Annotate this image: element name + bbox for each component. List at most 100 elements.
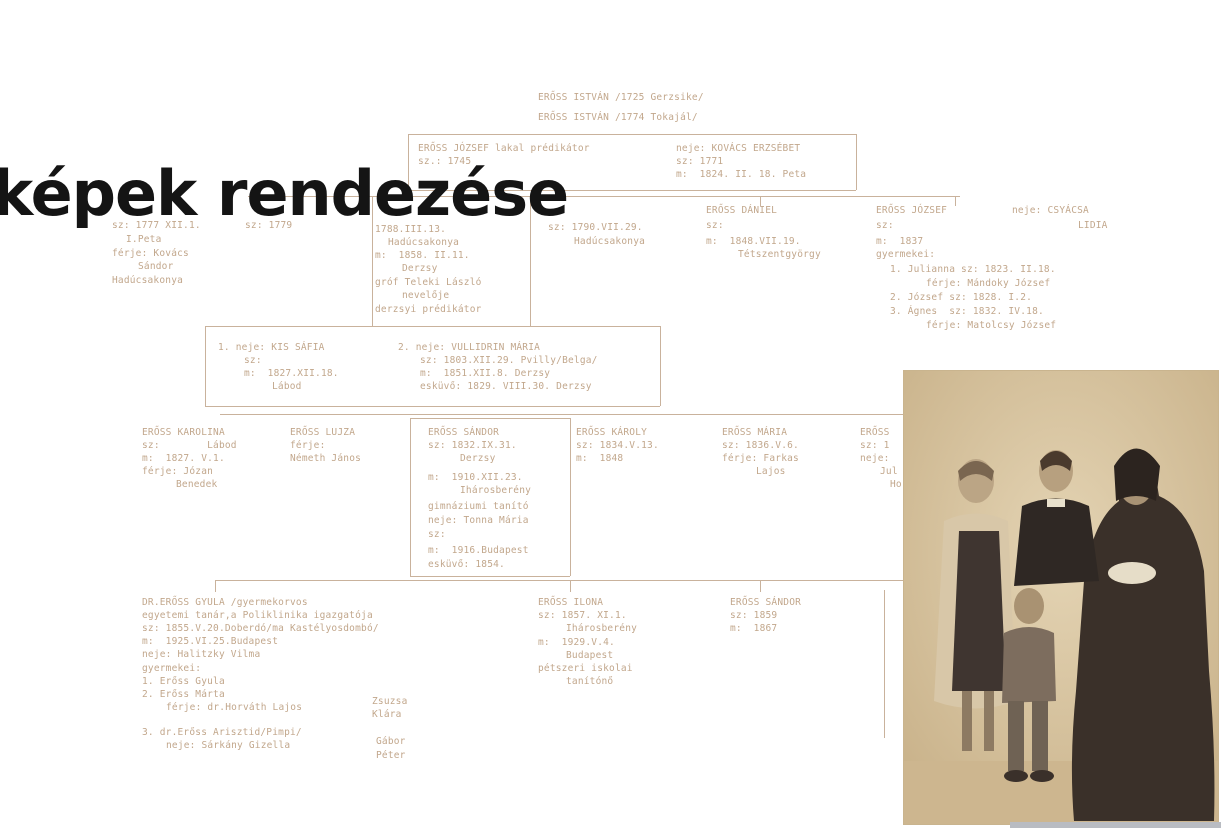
tree-text: férje: (290, 440, 326, 451)
tree-text: Ihárosberény (566, 623, 638, 634)
tree-text: sz: 1857. XI.1. (538, 610, 627, 621)
tree-connector (856, 134, 857, 190)
tree-text: I.Peta (126, 234, 162, 245)
slide-title: képek rendezése (0, 157, 569, 230)
tree-text: ERŐSS ILONA (538, 597, 604, 608)
tree-text: ERŐSS KAROLINA (142, 427, 225, 438)
tree-text: neje: Halitzky Vilma (142, 649, 261, 660)
tree-text: m: 1929.V.4. (538, 637, 615, 648)
tree-text: Klára (372, 709, 402, 720)
tree-text: m: 1824. II. 18. Peta (676, 169, 807, 180)
tree-text: sz: 1859 (730, 610, 778, 621)
tree-text: ERŐSS ISTVÁN /1774 Tokajál/ (538, 112, 698, 123)
tree-text: ERŐSS DÁNIEL (706, 205, 778, 216)
tree-text: Sándor (138, 261, 174, 272)
tree-connector (955, 196, 956, 206)
tree-text: sz: 1836.V.6. (722, 440, 799, 451)
tree-text: Derzsy (460, 453, 496, 464)
tree-text: gyermekei: (142, 663, 202, 674)
tree-text: férje: Farkas (722, 453, 799, 464)
tree-text: Hadúcsakonya (112, 275, 184, 286)
tree-text: ERŐSS KÁROLY (576, 427, 648, 438)
tree-text: sz.: 1745 (418, 156, 472, 167)
tree-text: m: 1851.XII.8. Derzsy (420, 368, 551, 379)
tree-text: neje: (860, 453, 890, 464)
tree-text: sz: (428, 529, 446, 540)
tree-text: Németh János (290, 453, 362, 464)
tree-connector (760, 580, 761, 592)
tree-text: sz: 1779 (245, 220, 293, 231)
tree-text: esküvő: 1829. VIII.30. Derzsy (420, 381, 592, 392)
family-photo (903, 370, 1219, 825)
tree-text: sz: (706, 220, 724, 231)
tree-text: m: 1925.VI.25.Budapest (142, 636, 279, 647)
tree-text: sz: 1 (860, 440, 890, 451)
tree-connector (215, 580, 915, 581)
tree-text: sz: Lábod (142, 440, 237, 451)
tree-text: Ihárosberény (460, 485, 532, 496)
tree-text: m: 1848.VII.19. (706, 236, 801, 247)
tree-text: Hadúcsakonya (388, 237, 460, 248)
tree-connector (205, 326, 206, 406)
tree-text: férje: Józan (142, 466, 214, 477)
tree-connector (570, 418, 571, 576)
tree-text: Zsuzsa (372, 696, 408, 707)
tree-text: 2. József sz: 1828. I.2. (890, 292, 1033, 303)
bottom-edge-strip (1010, 822, 1221, 828)
tree-connector (408, 190, 856, 191)
tree-text: ERŐSS SÁNDOR (428, 427, 500, 438)
tree-connector (530, 196, 531, 326)
tree-text: m: 1827.XII.18. (244, 368, 339, 379)
tree-text: 3. Ágnes sz: 1832. IV.18. (890, 306, 1044, 317)
tree-text: neje: KOVÁCS ERZSÉBET (676, 143, 801, 154)
tree-connector (408, 134, 409, 190)
tree-text: sz: 1771 (676, 156, 724, 167)
tree-text: 2. neje: VULLIDRIN MÁRIA (398, 342, 541, 353)
tree-text: m: 1867 (730, 623, 778, 634)
tree-text: 3. dr.Erőss Arisztid/Pimpi/ (142, 727, 302, 738)
tree-text: neje: Sárkány Gizella (166, 740, 291, 751)
tree-text: derzsyi prédikátor (375, 304, 482, 315)
tree-text: tanítónő (566, 676, 614, 687)
tree-text: sz: 1803.XII.29. Pvilly/Belga/ (420, 355, 598, 366)
tree-text: Gábor (376, 736, 406, 747)
tree-text: gimnáziumi tanító (428, 501, 529, 512)
tree-connector (205, 406, 660, 407)
tree-connector (410, 418, 570, 419)
tree-connector (760, 196, 761, 206)
tree-text: Lábod (272, 381, 302, 392)
tree-text: férje: Kovács (112, 248, 189, 259)
tree-text: ERŐSS LUJZA (290, 427, 356, 438)
tree-connector (205, 326, 660, 327)
tree-text: 1. Erőss Gyula (142, 676, 225, 687)
tree-text: sz: (876, 220, 894, 231)
tree-text: Hadúcsakonya (574, 236, 646, 247)
tree-text: m: 1848 (576, 453, 624, 464)
tree-text: gyermekei: (876, 249, 936, 260)
tree-text: Tétszentgyörgy (738, 249, 821, 260)
tree-text: m: 1858. II.11. (375, 250, 470, 261)
tree-text: Lajos (756, 466, 786, 477)
tree-text: 1. neje: KIS SÁFIA (218, 342, 325, 353)
tree-text: DR.ERŐSS GYULA /gyermekorvos (142, 597, 308, 608)
tree-text: neje: Tonna Mária (428, 515, 529, 526)
tree-text: sz: 1855.V.20.Doberdó/ma Kastélyosdombó/ (142, 623, 379, 634)
tree-text: ERŐSS SÁNDOR (730, 597, 802, 608)
tree-text: sz: 1834.V.13. (576, 440, 659, 451)
tree-text: neje: CSYÁCSA (1012, 205, 1089, 216)
tree-text: m: 1916.Budapest (428, 545, 529, 556)
tree-connector (884, 590, 885, 738)
tree-connector (372, 196, 373, 326)
tree-connector (215, 580, 216, 592)
tree-connector (410, 418, 411, 576)
tree-text: sz: 1832.IX.31. (428, 440, 517, 451)
tree-text: férje: dr.Horváth Lajos (166, 702, 303, 713)
tree-text: ERŐSS MÁRIA (722, 427, 788, 438)
tree-text: sz: 1790.VII.29. (548, 222, 643, 233)
tree-text: Ho (890, 479, 902, 490)
family-photo-image (904, 371, 1218, 824)
tree-connector (660, 326, 661, 406)
tree-text: pétszeri iskolai (538, 663, 633, 674)
tree-text: nevelője (402, 290, 450, 301)
